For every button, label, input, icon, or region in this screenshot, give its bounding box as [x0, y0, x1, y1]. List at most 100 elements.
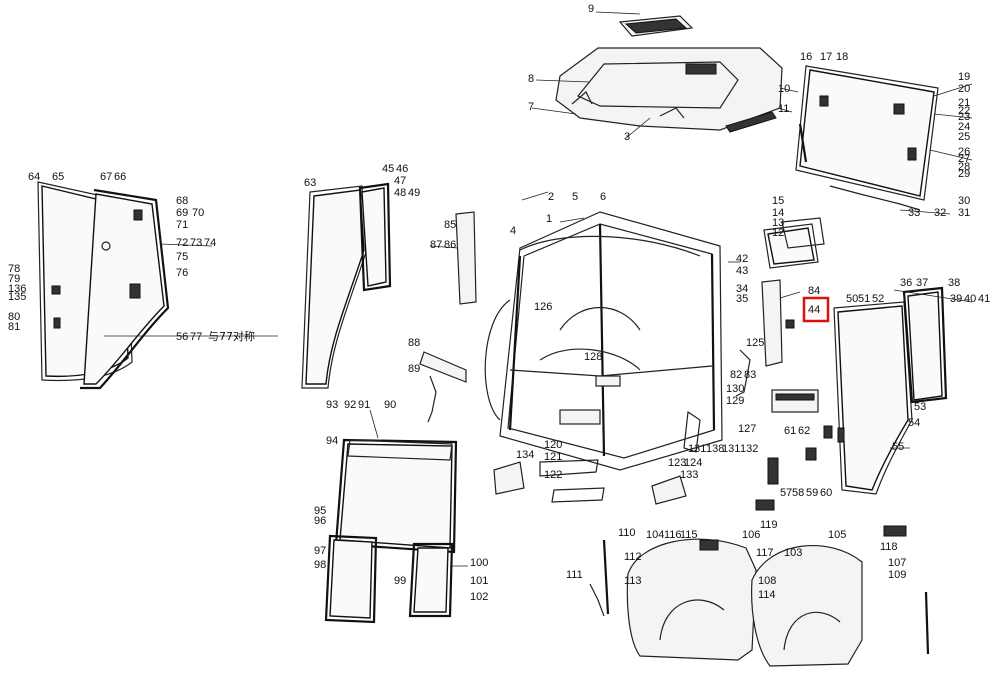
label-40: 40 — [964, 293, 976, 305]
label-29: 29 — [958, 168, 970, 180]
label-74: 74 — [204, 237, 216, 249]
label-122: 122 — [544, 469, 562, 481]
label-50: 50 — [846, 293, 858, 305]
label-101: 101 — [470, 575, 488, 587]
label-92: 92 — [344, 399, 356, 411]
label-61: 61 — [784, 425, 796, 437]
label-133: 133 — [680, 469, 698, 481]
label-131a: 131 — [688, 443, 706, 455]
label-49: 49 — [408, 187, 420, 199]
label-103: 103 — [784, 547, 802, 559]
label-20: 20 — [958, 83, 970, 95]
label-135: 135 — [8, 291, 26, 303]
label-123: 123 — [668, 457, 686, 469]
label-24: 24 — [958, 121, 970, 133]
label-132: 132 — [740, 443, 758, 455]
label-3: 3 — [624, 131, 630, 143]
label-16: 16 — [800, 51, 812, 63]
label-57: 57 — [780, 487, 792, 499]
label-76: 76 — [176, 267, 188, 279]
left-door-assembly — [37, 181, 278, 390]
part-12-15-seals — [763, 217, 825, 269]
label-111: 111 — [566, 569, 583, 581]
label-121: 121 — [544, 451, 562, 463]
label-71: 71 — [176, 219, 188, 231]
label-109: 109 — [888, 569, 906, 581]
label-124: 124 — [684, 457, 702, 469]
label-117: 117 — [756, 547, 774, 559]
label-131b: 131 — [722, 443, 740, 455]
label-55: 55 — [892, 441, 904, 453]
label-82: 82 — [730, 369, 742, 381]
part-8-roof — [531, 47, 783, 139]
label-4: 4 — [510, 225, 516, 237]
label-30: 30 — [958, 195, 970, 207]
label-107: 107 — [888, 557, 906, 569]
label-35: 35 — [736, 293, 748, 305]
label-93: 93 — [326, 399, 338, 411]
label-11: 11 — [778, 103, 789, 115]
cab-small-parts — [493, 279, 819, 505]
label-43: 43 — [736, 265, 748, 277]
label-105: 105 — [828, 529, 846, 541]
label-102: 102 — [470, 591, 488, 603]
label-112: 112 — [624, 551, 642, 563]
label-66: 66 — [114, 171, 126, 183]
label-63: 63 — [304, 177, 316, 189]
label-136: 136 — [8, 283, 26, 295]
label-72: 72 — [176, 237, 188, 249]
label-26: 26 — [958, 146, 970, 158]
label-70: 70 — [192, 207, 204, 219]
label-73: 73 — [190, 237, 202, 249]
label-91: 91 — [358, 399, 370, 411]
label-8: 8 — [528, 73, 534, 85]
left-fender — [589, 499, 775, 661]
label-21: 21 — [958, 97, 970, 109]
part-9-hatch — [595, 11, 694, 37]
label-25: 25 — [958, 131, 970, 143]
label-84: 84 — [808, 285, 820, 297]
label-65: 65 — [52, 171, 64, 183]
label-18: 18 — [836, 51, 848, 63]
label-113: 113 — [624, 575, 642, 587]
label-119: 119 — [760, 519, 778, 531]
label-group: 9 8 7 3 10 11 16 17 18 19 20 21 22 23 24… — [8, 3, 990, 603]
label-129: 129 — [726, 395, 744, 407]
label-6: 6 — [600, 191, 606, 203]
label-12: 12 — [772, 227, 784, 239]
label-94: 94 — [326, 435, 338, 447]
label-120: 120 — [544, 439, 562, 451]
label-7: 7 — [528, 101, 534, 113]
label-56: 56 — [176, 331, 188, 343]
label-34: 34 — [736, 283, 748, 295]
label-80: 80 — [8, 311, 20, 323]
label-39: 39 — [950, 293, 962, 305]
label-59: 59 — [806, 487, 818, 499]
label-110: 110 — [618, 527, 636, 539]
highlight-box — [802, 296, 830, 323]
label-116: 116 — [664, 529, 682, 541]
label-115: 115 — [680, 529, 698, 541]
label-44: 44 — [808, 304, 820, 316]
right-door-assembly — [767, 286, 973, 495]
label-100: 100 — [470, 557, 488, 569]
label-86: 86 — [444, 239, 456, 251]
label-27: 27 — [958, 153, 970, 165]
label-114: 114 — [758, 589, 776, 601]
label-118: 118 — [880, 541, 898, 553]
label-note-77: 与77对称 — [208, 329, 255, 343]
label-1: 1 — [546, 213, 552, 225]
label-88: 88 — [408, 337, 420, 349]
rear-window-assembly — [795, 65, 973, 215]
label-19: 19 — [958, 71, 970, 83]
label-38: 38 — [948, 277, 960, 289]
label-138: 138 — [706, 443, 724, 455]
label-64: 64 — [28, 171, 40, 183]
label-10: 10 — [778, 83, 790, 95]
label-5: 5 — [572, 191, 578, 203]
label-9: 9 — [588, 3, 594, 15]
label-15: 15 — [772, 195, 784, 207]
right-fender — [751, 525, 930, 667]
